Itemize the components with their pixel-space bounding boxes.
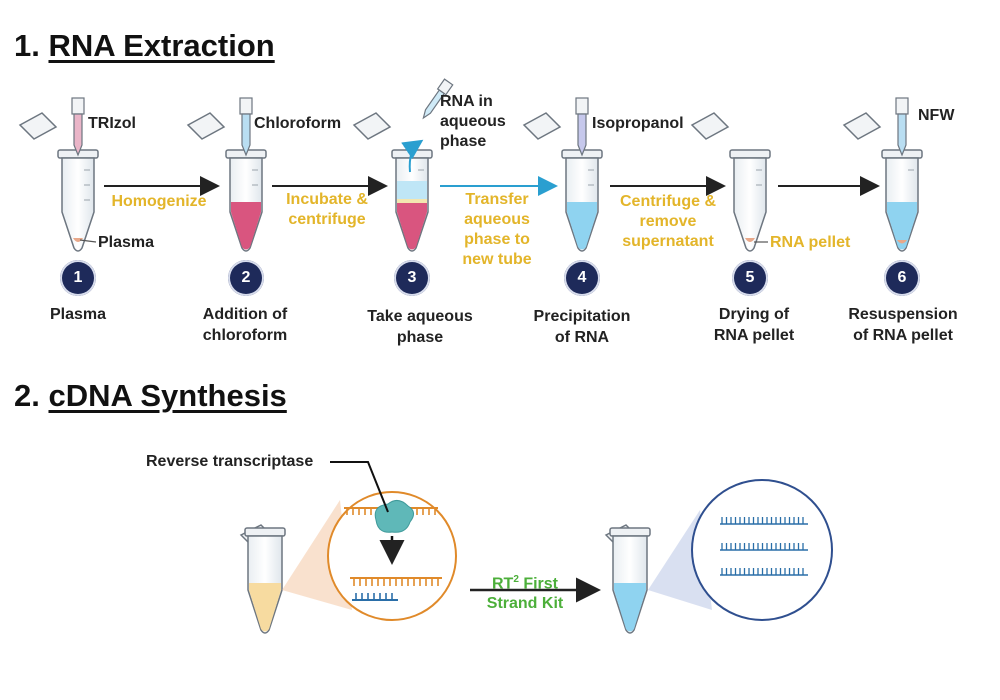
action-incubate-2: centrifuge xyxy=(288,211,366,228)
label-kit-sup: 2 xyxy=(513,574,519,585)
step-badge-1: 1 xyxy=(60,260,96,296)
label-chloroform: Chloroform xyxy=(254,115,342,132)
section-2-heading: cDNA Synthesis xyxy=(48,378,287,413)
action-centrifuge-remove: Centrifuge & remove supernatant xyxy=(612,192,724,252)
step-caption-2: Addition of chloroform xyxy=(180,304,310,346)
pink-mixture xyxy=(231,202,261,250)
step-caption-6: Resuspension of RNA pellet xyxy=(836,304,970,346)
step-badge-3: 3 xyxy=(394,260,430,296)
action-incubate: Incubate & centrifuge xyxy=(272,190,382,230)
tube-cap xyxy=(18,112,58,140)
action-homogenize: Homogenize xyxy=(111,193,207,210)
rna-pellet-dot xyxy=(745,238,755,242)
label-kit-line1: RT2 First xyxy=(470,570,580,594)
tube-4 xyxy=(522,97,603,252)
step-caption-3-line1: Take aqueous xyxy=(367,308,473,325)
step-badge-6: 6 xyxy=(884,260,920,296)
step-caption-4-line2: of RNA xyxy=(554,329,610,346)
step-caption-5-line2: RNA pellet xyxy=(713,327,795,344)
tube-5 xyxy=(690,112,771,252)
action-transfer-3: phase to xyxy=(464,231,530,248)
label-kit: RT2 First Strand Kit xyxy=(470,570,580,614)
step-caption-6-line1: Resuspension xyxy=(848,306,958,323)
cdna-strands-product xyxy=(720,523,808,576)
action-transfer: Transfer aqueous phase to new tube xyxy=(442,190,552,270)
tube-6 xyxy=(842,97,923,252)
action-transfer-1: Transfer xyxy=(465,191,529,208)
step-caption-1-line1: Plasma xyxy=(49,306,107,323)
plasma-sample xyxy=(73,238,83,242)
label-kit-first: First xyxy=(518,575,558,593)
step-caption-5-line1: Drying of xyxy=(718,306,790,323)
label-trizol: TRIzol xyxy=(88,115,136,132)
tube-3 xyxy=(352,78,454,252)
action-transfer-2: aqueous xyxy=(464,211,530,228)
section-2-number: 2. xyxy=(14,378,40,413)
label-isopropanol: Isopropanol xyxy=(592,115,684,132)
section-2-title: 2. cDNA Synthesis xyxy=(14,378,287,414)
step-caption-3: Take aqueous phase xyxy=(350,306,490,348)
tube-1 xyxy=(18,97,99,252)
section-1-heading: RNA Extraction xyxy=(48,28,275,63)
step-badge-4: 4 xyxy=(564,260,600,296)
step-badge-5: 5 xyxy=(732,260,768,296)
aqueous-layer xyxy=(397,181,427,199)
cdna-tube-left xyxy=(239,524,286,634)
label-rna-aqueous-3: phase xyxy=(440,133,487,150)
action-centrifuge-2: remove xyxy=(639,213,697,230)
step-caption-2-line2: chloroform xyxy=(202,327,288,344)
label-rna-aqueous-1: RNA in xyxy=(440,93,493,110)
label-rna-aqueous: RNA in aqueous phase xyxy=(440,92,506,152)
tube-2 xyxy=(186,97,267,252)
step-caption-1: Plasma xyxy=(18,304,138,325)
action-centrifuge-1: Centrifuge & xyxy=(620,193,716,210)
step-caption-2-line1: Addition of xyxy=(202,306,288,323)
label-kit-rt: RT xyxy=(491,575,514,593)
cdna-tube-right xyxy=(604,524,651,634)
label-reverse-transcriptase: Reverse transcriptase xyxy=(146,453,314,470)
step-caption-4-line1: Precipitation xyxy=(533,308,631,325)
action-incubate-1: Incubate & xyxy=(286,191,368,208)
section-1-number: 1. xyxy=(14,28,40,63)
step-caption-3-line2: phase xyxy=(396,329,444,346)
step-caption-6-line2: of RNA pellet xyxy=(853,327,953,344)
enzyme-pointer xyxy=(330,461,389,513)
step-caption-5: Drying of RNA pellet xyxy=(690,304,818,346)
label-plasma: Plasma xyxy=(98,234,155,251)
label-rna-pellet: RNA pellet xyxy=(770,234,851,251)
rna-strand-bottom xyxy=(350,577,442,586)
step-badge-2: 2 xyxy=(228,260,264,296)
label-rna-aqueous-2: aqueous xyxy=(440,113,506,130)
section-1-title: 1. RNA Extraction xyxy=(14,28,275,64)
action-transfer-4: new tube xyxy=(462,251,532,268)
step-caption-4: Precipitation of RNA xyxy=(514,306,650,348)
cdna-strand-new xyxy=(352,593,398,601)
label-kit-line2: Strand Kit xyxy=(486,595,564,613)
label-nfw: NFW xyxy=(918,107,955,124)
action-centrifuge-3: supernatant xyxy=(622,233,714,250)
